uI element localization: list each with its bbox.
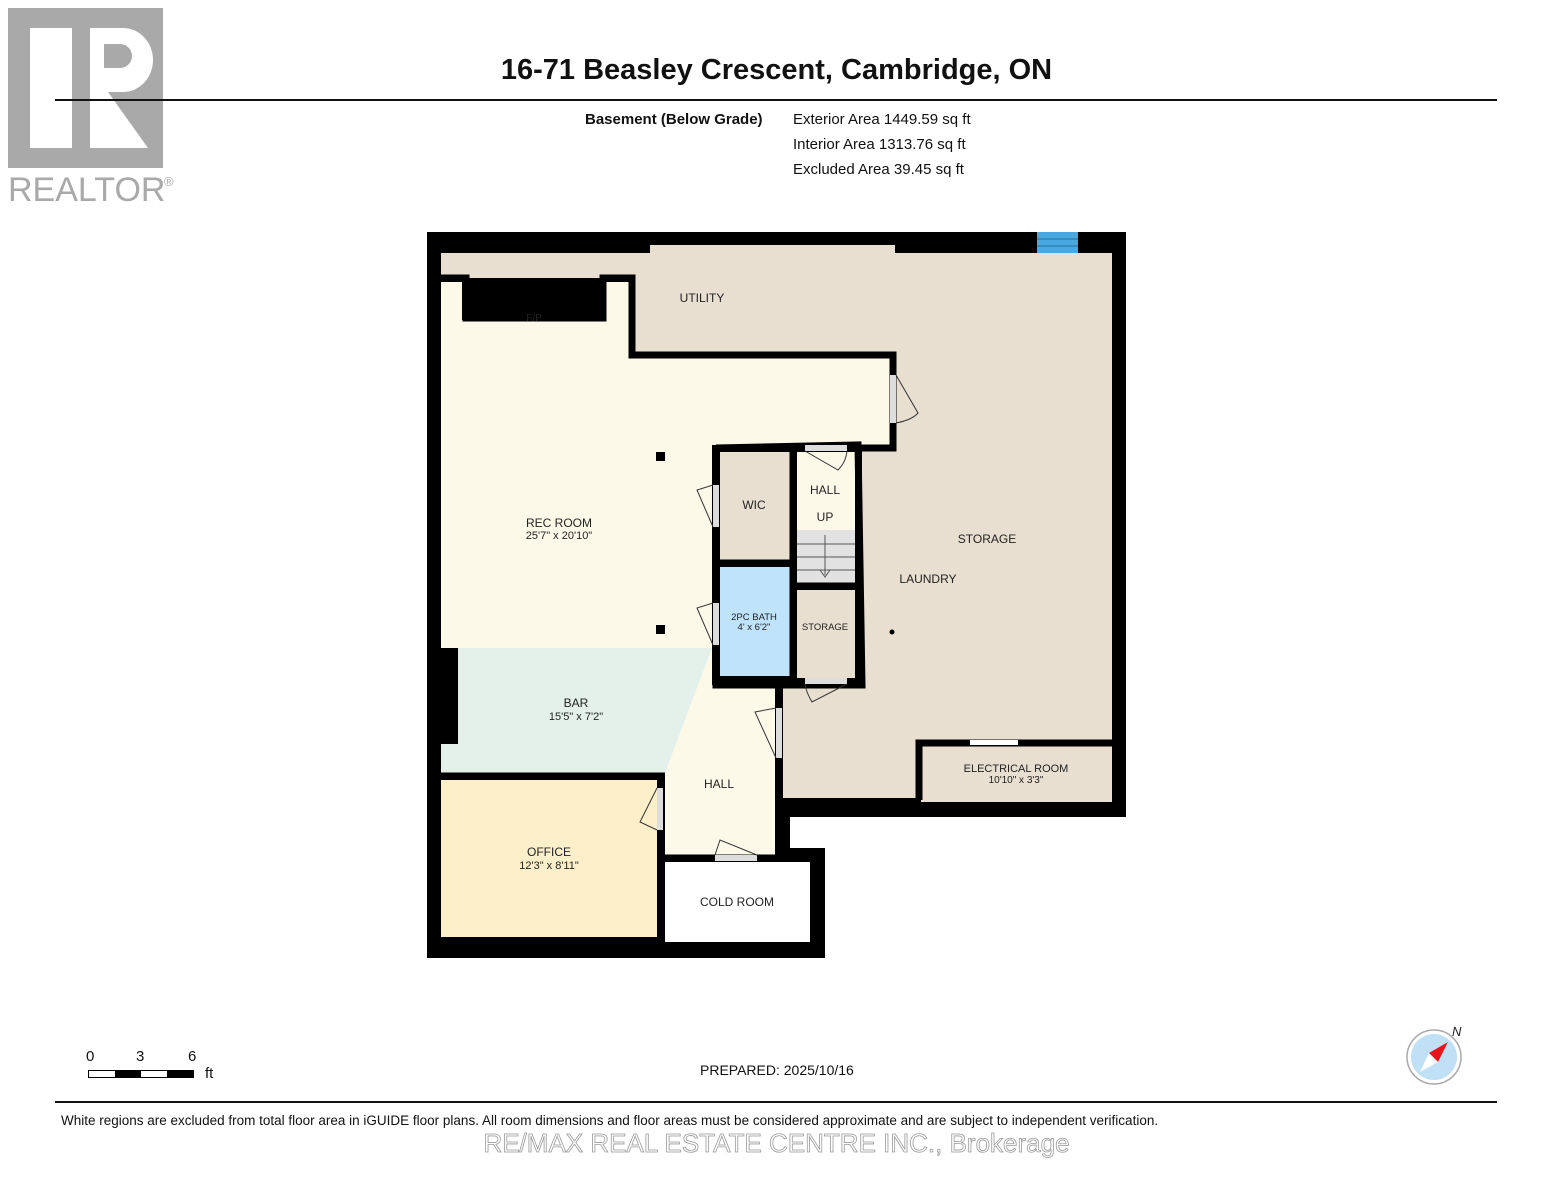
svg-text:®: ®: [164, 174, 174, 189]
room-label-bath: 2PC BATH: [731, 612, 777, 623]
room-label-bar: BAR: [564, 696, 589, 710]
bar-counter: [441, 648, 458, 744]
realtor-logo: REALTOR ®: [8, 8, 178, 209]
window: [1037, 232, 1078, 253]
room-label-laundry: LAUNDRY: [899, 572, 956, 586]
floor-label: Basement (Below Grade): [585, 111, 763, 128]
room-label-hall-upper: HALL: [810, 483, 840, 497]
footer-divider: [55, 1101, 1497, 1103]
column: [656, 625, 665, 634]
room-label-wic: WIC: [742, 498, 766, 512]
prepared-date: PREPARED: 2025/10/16: [700, 1062, 854, 1078]
realtor-wordmark: REALTOR: [8, 171, 165, 208]
bath-area: [720, 567, 790, 676]
electrical-room-area: [921, 746, 1112, 802]
scale-bar: [88, 1070, 194, 1078]
room-label-hall-lower: HALL: [704, 777, 734, 791]
cold-room-area: [665, 862, 810, 942]
room-label-storage-small: STORAGE: [802, 622, 848, 633]
room-dims-bar: 15'5" x 7'2": [549, 711, 603, 723]
excluded-area: Excluded Area 39.45 sq ft: [793, 161, 964, 178]
scale-unit: ft: [205, 1065, 214, 1082]
scale-tick-0: 0: [86, 1048, 95, 1065]
brokerage-watermark: RE/MAX REAL ESTATE CENTRE INC., Brokerag…: [483, 1128, 1070, 1159]
storage-small-area: [797, 590, 855, 678]
column: [656, 452, 665, 461]
compass-north-label: N: [1452, 1024, 1462, 1039]
room-label-utility: UTILITY: [680, 291, 725, 305]
hall-upper-area: [797, 452, 855, 530]
stairs-up-label: UP: [817, 510, 834, 524]
scale-tick-6: 6: [188, 1048, 197, 1065]
room-dims-rec-room: 25'7" x 20'10": [526, 530, 593, 542]
compass-icon: N: [1406, 1024, 1462, 1085]
realtor-r-icon: REALTOR ®: [8, 8, 174, 209]
interior-area: Interior Area 1313.76 sq ft: [793, 136, 966, 153]
room-dims-bath: 4' x 6'2": [738, 622, 771, 633]
room-dims-electrical: 10'10" x 3'3": [989, 775, 1044, 786]
floor-plan: UTILITY F/P REC ROOM 25'7" x 20'10" WIC …: [427, 232, 1126, 958]
room-dims-office: 12'3" x 8'11": [519, 860, 579, 872]
header-divider: [55, 99, 1497, 101]
doors: [639, 374, 1018, 861]
page-title: 16-71 Beasley Crescent, Cambridge, ON: [500, 54, 1053, 86]
scale-tick-3: 3: [136, 1048, 145, 1065]
room-label-office: OFFICE: [527, 845, 571, 859]
room-label-rec-room: REC ROOM: [526, 516, 592, 530]
room-label-cold-room: COLD ROOM: [700, 895, 774, 909]
drain: [889, 629, 895, 635]
beige-area: [441, 245, 1112, 798]
room-label-fp: F/P: [526, 313, 542, 324]
exterior-area: Exterior Area 1449.59 sq ft: [793, 111, 971, 128]
room-label-storage: STORAGE: [958, 532, 1016, 546]
disclaimer: White regions are excluded from total fl…: [61, 1113, 1159, 1128]
office-area: [441, 780, 657, 937]
wic-area: [720, 452, 790, 560]
bar-area: [441, 648, 712, 773]
room-label-electrical: ELECTRICAL ROOM: [964, 763, 1069, 775]
